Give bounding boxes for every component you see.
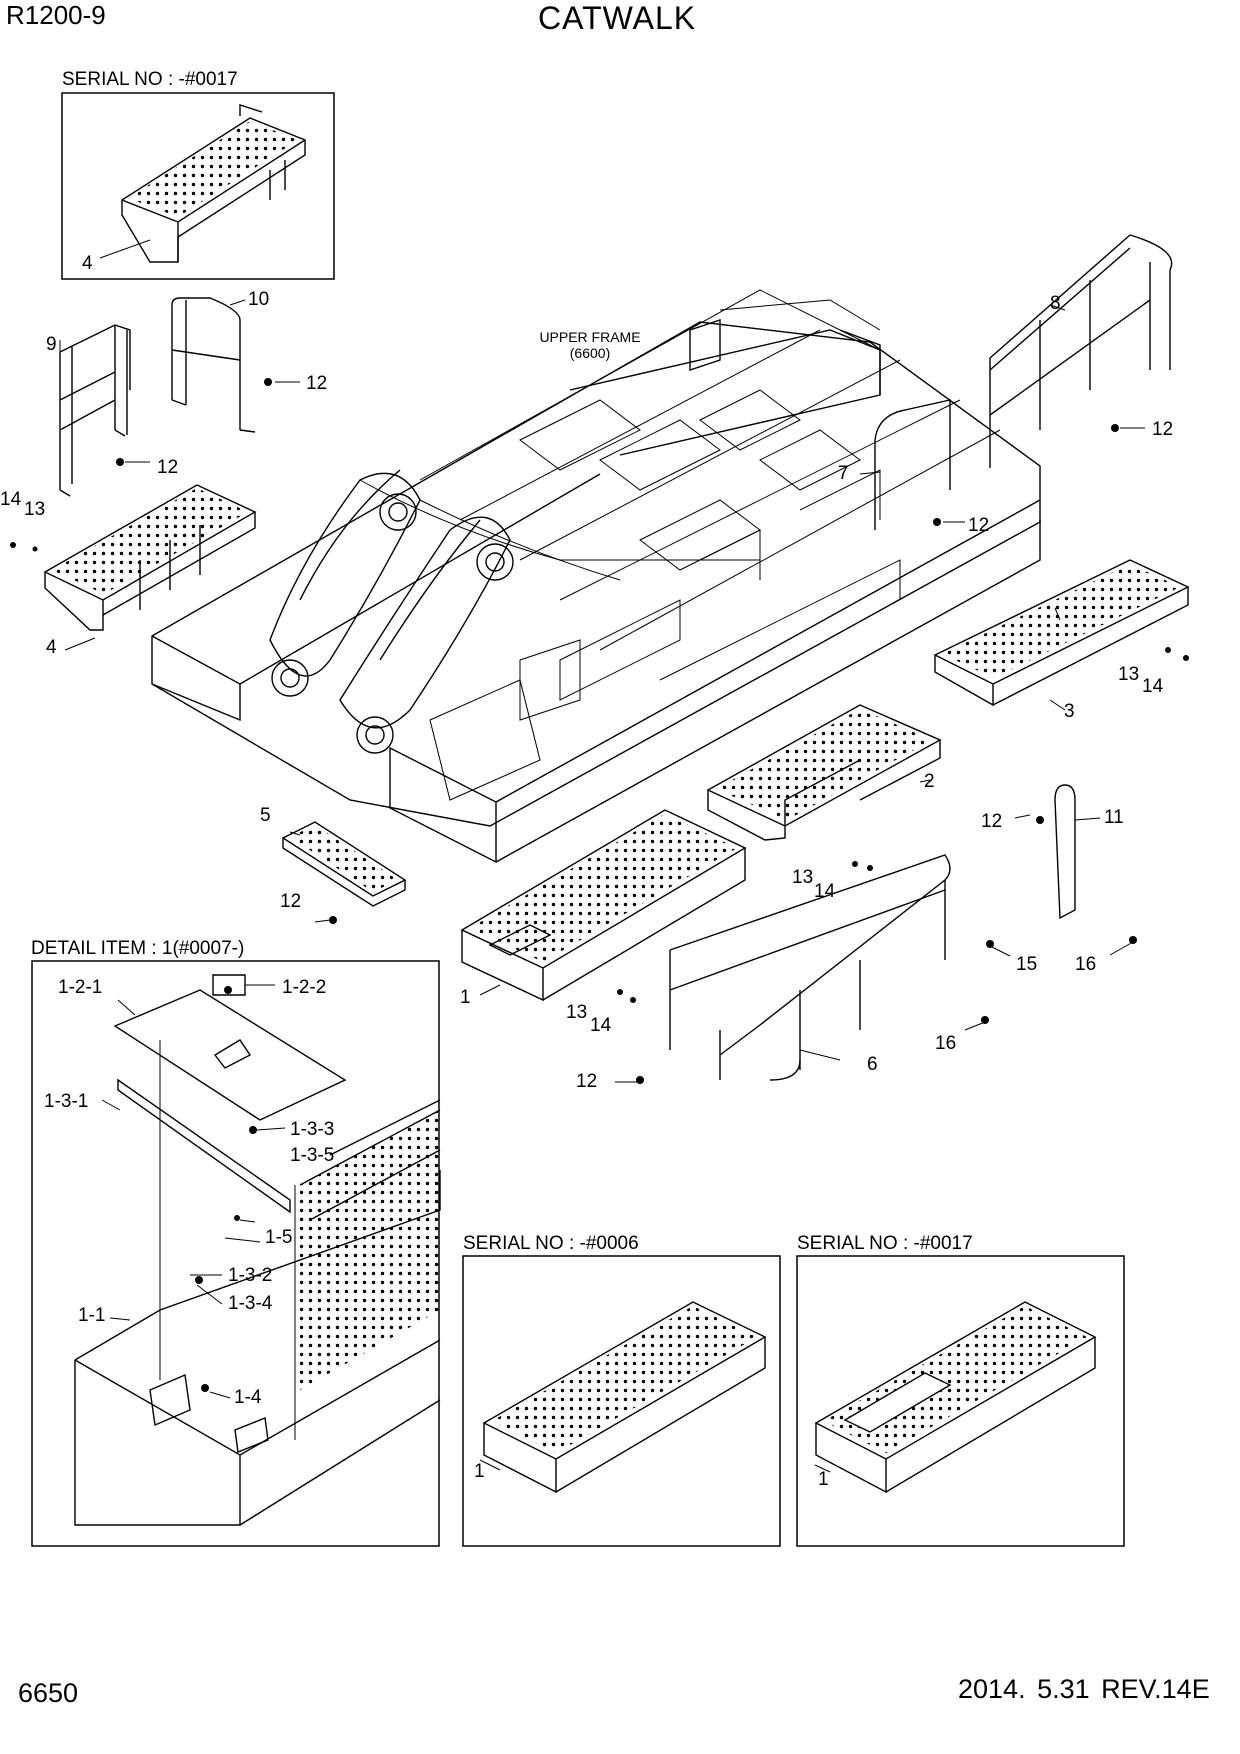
- callout-4: 4: [46, 637, 57, 658]
- inset-title-detail: DETAIL ITEM : 1(#0007-): [31, 938, 245, 959]
- callout-1: 1: [460, 987, 471, 1008]
- model-number: R1200-9: [6, 0, 106, 30]
- callout-8: 8: [1050, 293, 1061, 314]
- catwalk-bottom-mid-inset: [482, 1301, 767, 1494]
- callout-16-b: 16: [935, 1033, 957, 1054]
- revision-date: 2014. 5.31 REV.14E: [958, 1674, 1210, 1704]
- catwalk-item-5: [281, 821, 407, 907]
- callout-1-bottom-right: 1: [818, 1469, 829, 1490]
- callout-5: 5: [260, 805, 271, 826]
- callout-12-g: 12: [576, 1071, 598, 1092]
- inset-frame-bottom-right: [796, 1255, 1125, 1547]
- inset-title-top-left: SERIAL NO : -#0017: [62, 69, 238, 90]
- callout-1-3-3: 1-3-3: [290, 1119, 335, 1140]
- callout-13-b: 13: [1118, 664, 1140, 685]
- callout-15: 15: [1016, 954, 1038, 975]
- callout-12-d: 12: [968, 515, 990, 536]
- handrail-item-6: [669, 854, 951, 1081]
- callout-12-a: 12: [306, 373, 328, 394]
- catwalk-item-4-inset: [120, 104, 307, 263]
- upper-frame-label-line1: UPPER FRAME: [539, 329, 641, 345]
- handrail-item-11: [1054, 784, 1076, 920]
- callout-9: 9: [46, 334, 57, 355]
- callout-13-a: 13: [24, 499, 46, 520]
- callout-10: 10: [248, 289, 270, 310]
- callout-6: 6: [867, 1054, 878, 1075]
- callout-13-c: 13: [792, 867, 814, 888]
- handrail-item-10: [171, 297, 256, 433]
- upper-frame: [151, 289, 1041, 864]
- callout-14-d: 14: [590, 1015, 612, 1036]
- callout-1-1: 1-1: [78, 1305, 106, 1326]
- callout-14-c: 14: [814, 881, 836, 902]
- callout-1-3-1: 1-3-1: [44, 1091, 89, 1112]
- page-number: 6650: [18, 1678, 79, 1708]
- callout-3: 3: [1064, 701, 1075, 722]
- callout-12-c: 12: [1152, 419, 1174, 440]
- upper-frame-label-line2: (6600): [569, 345, 611, 361]
- leader-lines: [59, 299, 1145, 1473]
- callout-4-inset: 4: [82, 253, 93, 274]
- callout-1-bottom-mid: 1: [474, 1461, 485, 1482]
- callout-1-3-2: 1-3-2: [228, 1265, 273, 1286]
- callout-12-f: 12: [981, 811, 1003, 832]
- page-title: CATWALK: [538, 0, 697, 36]
- callout-14-b: 14: [1142, 676, 1164, 697]
- catwalk-item-4: [43, 484, 257, 631]
- catwalk-item-2: [706, 704, 942, 841]
- callout-13-d: 13: [566, 1002, 588, 1023]
- catwalk-item-3: [933, 559, 1190, 707]
- callout-2: 2: [924, 771, 935, 792]
- inset-frame-top-left: [61, 92, 335, 280]
- handrail-item-8: [989, 234, 1173, 468]
- callout-11: 11: [1104, 807, 1124, 828]
- detail-assembly: [74, 974, 441, 1526]
- inset-frame-bottom-mid: [462, 1255, 781, 1547]
- callout-1-2-1: 1-2-1: [58, 977, 103, 998]
- upper-frame-label: UPPER FRAME (6600): [528, 330, 652, 360]
- callout-1-3-4: 1-3-4: [228, 1293, 273, 1314]
- callout-14-a: 14: [0, 489, 22, 510]
- inset-title-bottom-right: SERIAL NO : -#0017: [797, 1233, 973, 1254]
- bar-item-7: [874, 399, 951, 530]
- callout-1-2-2: 1-2-2: [282, 977, 327, 998]
- handrail-item-9: [59, 324, 131, 497]
- catwalk-item-1: [460, 809, 747, 1002]
- callout-1-3-5: 1-3-5: [290, 1145, 335, 1166]
- catwalk-bottom-right-inset: [814, 1301, 1097, 1494]
- callout-1-5: 1-5: [265, 1227, 293, 1248]
- callout-16-a: 16: [1075, 954, 1097, 975]
- callout-1-4: 1-4: [234, 1387, 262, 1408]
- inset-title-bottom-mid: SERIAL NO : -#0006: [463, 1233, 639, 1254]
- callout-7: 7: [838, 463, 849, 484]
- callout-12-b: 12: [157, 457, 179, 478]
- callout-12-e: 12: [280, 891, 302, 912]
